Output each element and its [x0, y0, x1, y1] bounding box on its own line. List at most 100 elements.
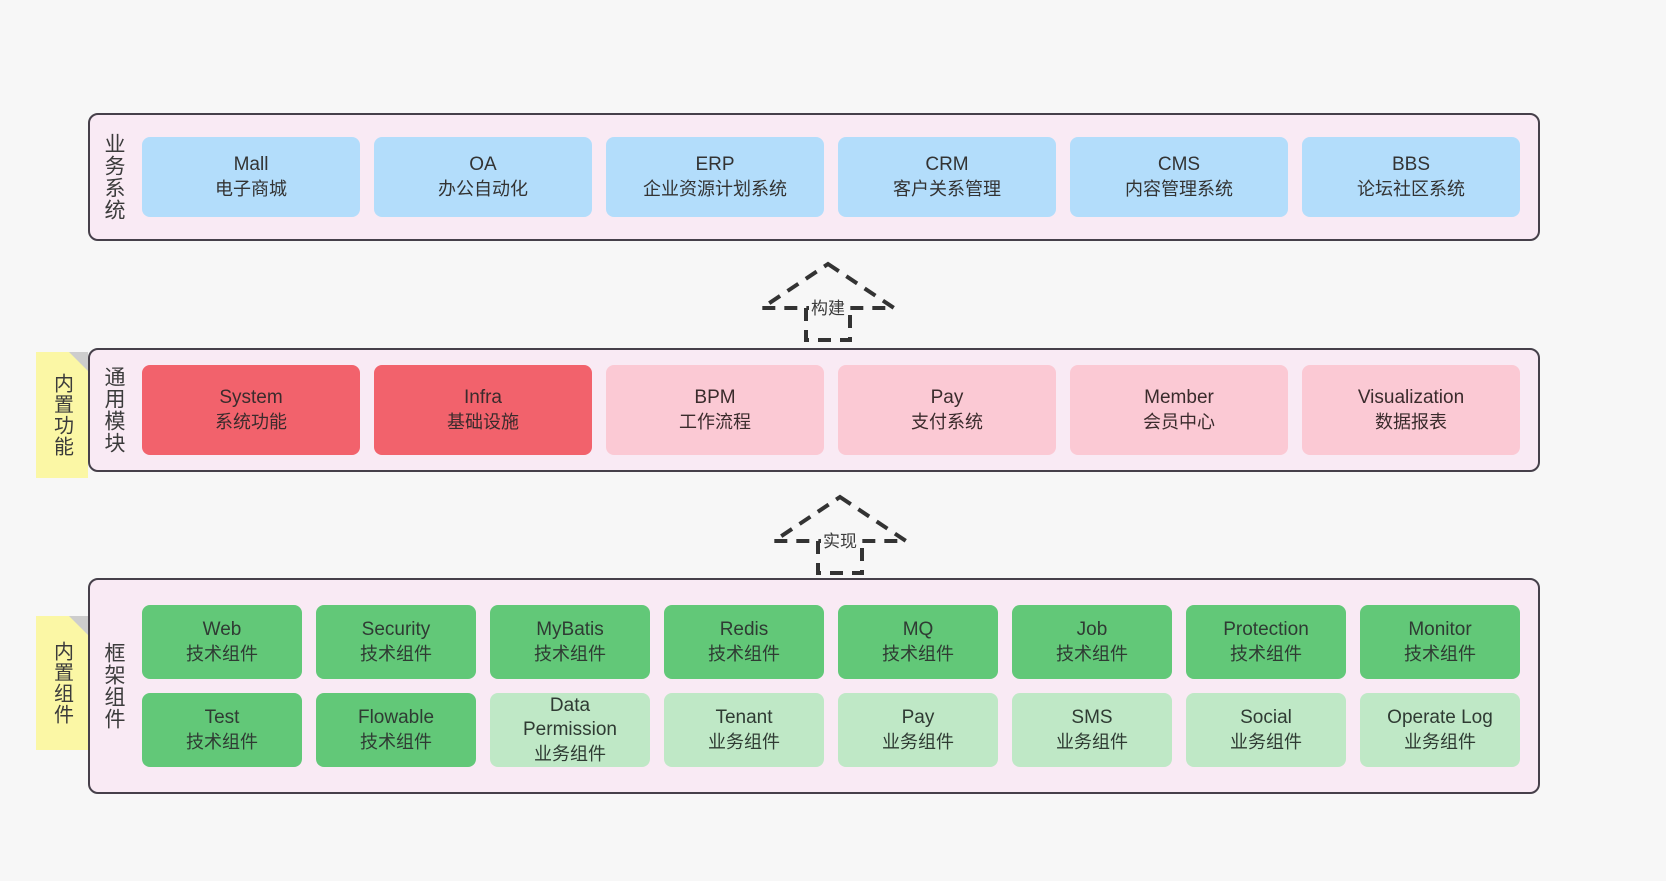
module-card-bpm[interactable]: BPM 工作流程 — [606, 365, 824, 455]
card-title: CRM — [925, 153, 969, 175]
business-card-mall[interactable]: Mall 电子商城 — [142, 137, 360, 217]
card-title: Infra — [463, 386, 503, 408]
arrowhead-triangle-icon — [755, 261, 901, 310]
component-card-monitor[interactable]: Monitor 技术组件 — [1360, 605, 1520, 679]
component-card-protection[interactable]: Protection 技术组件 — [1186, 605, 1346, 679]
card-title: Web — [202, 618, 242, 640]
card-subtitle: 技术组件 — [708, 643, 780, 664]
card-subtitle: 业务组件 — [1056, 731, 1128, 752]
card-subtitle: 技术组件 — [534, 643, 606, 664]
card-subtitle: 客户关系管理 — [893, 178, 1001, 199]
layer-framework-components: 框架组件 Web 技术组件 Security 技术组件 MyBatis 技术组件… — [88, 578, 1540, 794]
card-title: Security — [361, 618, 431, 640]
card-title: CMS — [1157, 153, 1201, 175]
card-title: ERP — [695, 153, 735, 175]
component-card-operate-log[interactable]: Operate Log 业务组件 — [1360, 693, 1520, 767]
business-card-row: Mall 电子商城 OA 办公自动化 ERP 企业资源计划系统 CRM 客户关系… — [142, 137, 1520, 217]
note-fold-corner-icon — [69, 616, 88, 635]
card-title: Operate Log — [1387, 706, 1493, 728]
card-title: Job — [1076, 618, 1108, 640]
card-title: BBS — [1391, 153, 1431, 175]
note-builtin-function-label: 内置功能 — [50, 373, 73, 457]
layer-common-modules: 通用模块 System 系统功能 Infra 基础设施 BPM 工作流程 Pay… — [88, 348, 1540, 472]
module-card-visualization[interactable]: Visualization 数据报表 — [1302, 365, 1520, 455]
component-card-test[interactable]: Test 技术组件 — [142, 693, 302, 767]
component-card-sms[interactable]: SMS 业务组件 — [1012, 693, 1172, 767]
connector-build-label: 构建 — [809, 294, 847, 319]
card-title: Visualization — [1357, 386, 1465, 408]
note-builtin-function: 内置功能 — [36, 352, 88, 478]
component-card-redis[interactable]: Redis 技术组件 — [664, 605, 824, 679]
card-subtitle: 会员中心 — [1143, 411, 1215, 432]
card-subtitle: 工作流程 — [679, 411, 751, 432]
card-title: SMS — [1071, 706, 1113, 728]
arrow-shaft-icon — [816, 541, 864, 575]
card-subtitle: 系统功能 — [215, 411, 287, 432]
module-card-row: System 系统功能 Infra 基础设施 BPM 工作流程 Pay 支付系统… — [142, 365, 1520, 455]
card-subtitle: 企业资源计划系统 — [643, 178, 787, 199]
card-subtitle: 技术组件 — [1230, 643, 1302, 664]
card-title: Test — [204, 706, 240, 728]
card-title: Flowable — [357, 706, 435, 728]
card-title: Data — [549, 694, 591, 716]
card-subtitle: 业务组件 — [1404, 731, 1476, 752]
module-card-pay[interactable]: Pay 支付系统 — [838, 365, 1056, 455]
component-card-pay[interactable]: Pay 业务组件 — [838, 693, 998, 767]
card-title: Member — [1144, 386, 1214, 408]
card-title: MyBatis — [536, 618, 604, 640]
card-title: Pay — [930, 386, 964, 408]
card-subtitle: 技术组件 — [882, 643, 954, 664]
card-title: Protection — [1223, 618, 1309, 640]
component-card-web[interactable]: Web 技术组件 — [142, 605, 302, 679]
component-card-social[interactable]: Social 业务组件 — [1186, 693, 1346, 767]
business-card-crm[interactable]: CRM 客户关系管理 — [838, 137, 1056, 217]
card-subtitle: 办公自动化 — [438, 178, 528, 199]
business-card-bbs[interactable]: BBS 论坛社区系统 — [1302, 137, 1520, 217]
module-card-member[interactable]: Member 会员中心 — [1070, 365, 1288, 455]
component-card-job[interactable]: Job 技术组件 — [1012, 605, 1172, 679]
card-subtitle: 技术组件 — [360, 731, 432, 752]
business-card-cms[interactable]: CMS 内容管理系统 — [1070, 137, 1288, 217]
card-subtitle: 技术组件 — [360, 643, 432, 664]
card-title: Redis — [719, 618, 769, 640]
card-title: Monitor — [1408, 618, 1472, 640]
card-subtitle: 技术组件 — [1056, 643, 1128, 664]
card-subtitle: 数据报表 — [1375, 411, 1447, 432]
card-subtitle: 技术组件 — [186, 643, 258, 664]
connector-implement: 实现 — [767, 494, 913, 575]
connector-implement-label: 实现 — [821, 527, 859, 552]
card-title: MQ — [902, 618, 934, 640]
layer-framework-title: 框架组件 — [101, 642, 125, 730]
card-title: BPM — [694, 386, 736, 408]
layer-business-body: Mall 电子商城 OA 办公自动化 ERP 企业资源计划系统 CRM 客户关系… — [136, 115, 1538, 239]
component-card-flowable[interactable]: Flowable 技术组件 — [316, 693, 476, 767]
card-title: Mall — [233, 153, 269, 175]
card-subtitle: 电子商城 — [215, 178, 287, 199]
layer-business-title: 业务系统 — [101, 133, 125, 221]
card-title: Pay — [901, 706, 935, 728]
card-title-line2: Permission — [523, 719, 617, 741]
business-card-oa[interactable]: OA 办公自动化 — [374, 137, 592, 217]
card-subtitle: 业务组件 — [534, 744, 606, 764]
component-card-data-permission[interactable]: Data Permission 业务组件 — [490, 693, 650, 767]
business-card-erp[interactable]: ERP 企业资源计划系统 — [606, 137, 824, 217]
card-title: Tenant — [715, 706, 773, 728]
card-subtitle: 基础设施 — [447, 411, 519, 432]
component-card-mq[interactable]: MQ 技术组件 — [838, 605, 998, 679]
layer-modules-body: System 系统功能 Infra 基础设施 BPM 工作流程 Pay 支付系统… — [136, 350, 1538, 470]
component-card-security[interactable]: Security 技术组件 — [316, 605, 476, 679]
card-subtitle: 业务组件 — [708, 731, 780, 752]
module-card-infra[interactable]: Infra 基础设施 — [374, 365, 592, 455]
framework-biz-row: Test 技术组件 Flowable 技术组件 Data Permission … — [142, 693, 1520, 767]
connector-build: 构建 — [755, 261, 901, 342]
layer-framework-body: Web 技术组件 Security 技术组件 MyBatis 技术组件 Redi… — [136, 580, 1538, 792]
module-card-system[interactable]: System 系统功能 — [142, 365, 360, 455]
note-builtin-component: 内置组件 — [36, 616, 88, 750]
component-card-mybatis[interactable]: MyBatis 技术组件 — [490, 605, 650, 679]
card-subtitle: 技术组件 — [1404, 643, 1476, 664]
card-subtitle: 内容管理系统 — [1125, 178, 1233, 199]
note-builtin-component-label: 内置组件 — [50, 641, 73, 725]
component-card-tenant[interactable]: Tenant 业务组件 — [664, 693, 824, 767]
card-subtitle: 业务组件 — [1230, 731, 1302, 752]
